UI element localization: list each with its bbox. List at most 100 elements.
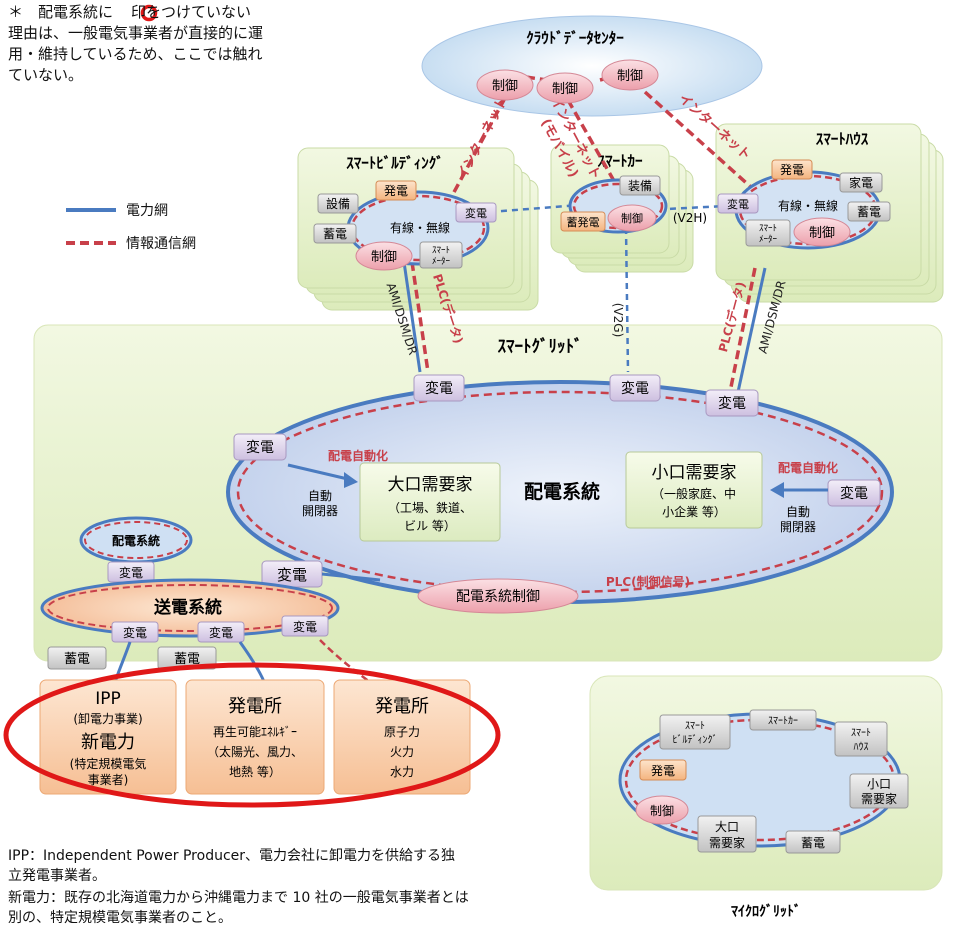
cloud-control-nodes: 制御 制御 制御 (476, 59, 659, 104)
svg-text:大口: 大口 (715, 820, 739, 834)
plc-signal-label: PLC(制御信号) (606, 574, 690, 589)
svg-text:変電: 変電 (123, 625, 147, 640)
svg-text:変電: 変電 (293, 619, 317, 634)
legend-info-label: 情報通信網 (126, 236, 196, 252)
svg-text:変電: 変電 (621, 380, 649, 397)
note-line1-after: 印をつけていない (131, 3, 252, 21)
red-circle-mark (140, 4, 158, 22)
switch-right-2: 開閉器 (780, 520, 816, 534)
svg-text:変電: 変電 (246, 439, 274, 456)
building-network: 有線・無線 設備 発電 蓄電 変電 制御 ｽﾏｰﾄ ﾒｰﾀｰ (313, 180, 497, 271)
footnote-pps-1: 新電力：既存の北海道電力から沖縄電力まで 10 社の一般電気事業者とは (8, 890, 469, 906)
svg-text:発電: 発電 (651, 764, 675, 778)
svg-text:制御: 制御 (617, 69, 643, 84)
svg-text:小企業 等）: 小企業 等） (662, 504, 726, 519)
svg-text:発電所: 発電所 (375, 696, 429, 717)
small-distribution-label: 配電系統 (112, 533, 160, 548)
switch-right-1: 自動 (786, 505, 810, 519)
note-line4: ていない。 (8, 66, 84, 84)
svg-text:変電: 変電 (277, 566, 307, 584)
svg-text:発電: 発電 (780, 163, 804, 177)
svg-text:再生可能ｴﾈﾙｷﾞｰ: 再生可能ｴﾈﾙｷﾞｰ (213, 725, 297, 739)
small-consumer-box (625, 451, 763, 529)
svg-text:変電: 変電 (465, 206, 487, 220)
svg-text:事業者): 事業者) (88, 773, 129, 787)
footnotes: IPP：Independent Power Producer、電力会社に卸電力を… (8, 846, 578, 928)
svg-text:蓄電: 蓄電 (64, 652, 90, 667)
svg-text:変電: 変電 (727, 197, 749, 211)
svg-text:新電力: 新電力 (81, 732, 135, 753)
auto-label-right: 配電自動化 (778, 460, 838, 475)
switch-left-2: 開閉器 (302, 504, 338, 518)
footnote-ipp-2: 立発電事業者。 (8, 868, 106, 884)
v2g-label: (V2G) (611, 303, 625, 338)
svg-text:蓄電: 蓄電 (801, 836, 825, 850)
transmission-ring (47, 584, 333, 632)
cloud-title: ｸﾗｳﾄﾞﾃﾞｰﾀｾﾝﾀｰ (526, 29, 624, 47)
svg-text:制御: 制御 (552, 82, 578, 97)
svg-text:（一般家庭、中: （一般家庭、中 (652, 486, 736, 501)
switch-left-1: 自動 (308, 489, 332, 503)
svg-text:ﾒｰﾀｰ: ﾒｰﾀｰ (759, 234, 778, 245)
svg-text:(V2H): (V2H) (673, 211, 707, 225)
highlight-circle (3, 662, 501, 808)
svg-text:ﾒｰﾀｰ: ﾒｰﾀｰ (432, 256, 451, 267)
svg-text:大口需要家: 大口需要家 (388, 475, 473, 495)
svg-text:ｽﾏｰﾄｶｰ: ｽﾏｰﾄｶｰ (768, 715, 798, 727)
svg-text:ﾊｳｽ: ﾊｳｽ (854, 741, 869, 753)
distribution-control-node (417, 578, 579, 614)
svg-text:原子力: 原子力 (384, 725, 420, 739)
svg-text:有線・無線: 有線・無線 (778, 198, 838, 213)
svg-text:蓄発電: 蓄発電 (567, 215, 600, 229)
svg-text:配電系統制御: 配電系統制御 (456, 589, 540, 605)
house-network: 有線・無線 発電 家電 変電 蓄電 ｽﾏｰﾄ ﾒｰﾀｰ 制御 (717, 159, 891, 250)
footnote-pps-2: 別の、特定規模電気事業者のこと。 (8, 910, 232, 926)
transmission-storage-nodes: 蓄電 蓄電 (47, 646, 217, 670)
svg-text:（太陽光、風力、: （太陽光、風力、 (207, 744, 303, 759)
legend-power-label: 電力網 (126, 203, 168, 219)
svg-text:家電: 家電 (849, 175, 873, 190)
svg-text:ｽﾏｰﾄ: ｽﾏｰﾄ (759, 224, 777, 234)
svg-text:変電: 変電 (718, 395, 746, 412)
note-line1: ＊ 配電系統に (8, 3, 114, 21)
svg-text:発電所: 発電所 (228, 696, 282, 717)
svg-text:変電: 変電 (840, 485, 868, 502)
svg-text:変電: 変電 (209, 625, 233, 640)
smart-grid-title: ｽﾏｰﾄｸﾞﾘｯﾄﾞ (498, 336, 583, 357)
small-distribution-ring (84, 521, 188, 559)
svg-text:変電: 変電 (425, 380, 453, 397)
note-line2: 理由は、一般電気事業者が直接的に運 (8, 24, 264, 42)
svg-text:変電: 変電 (119, 565, 143, 580)
svg-text:需要家: 需要家 (861, 791, 897, 806)
smart-house-title: ｽﾏｰﾄﾊｳｽ (816, 130, 869, 148)
note-line3: 用・維持しているため、ここでは触れ (8, 45, 263, 63)
smart-car-title: ｽﾏｰﾄｶｰ (597, 152, 643, 170)
svg-text:小口需要家: 小口需要家 (652, 463, 737, 483)
svg-text:ﾋﾞﾙﾃﾞｨﾝｸﾞ: ﾋﾞﾙﾃﾞｨﾝｸﾞ (673, 734, 718, 746)
svg-text:制御: 制御 (650, 803, 674, 818)
svg-text:（工場、鉄道、: （工場、鉄道、 (388, 500, 472, 515)
svg-text:火力: 火力 (390, 745, 414, 759)
svg-text:ビル 等）: ビル 等） (404, 519, 456, 533)
svg-text:装備: 装備 (628, 178, 652, 193)
microgrid-title: ﾏｲｸﾛｸﾞﾘｯﾄﾞ (731, 903, 801, 920)
svg-text:ｽﾏｰﾄ: ｽﾏｰﾄ (851, 728, 871, 739)
svg-text:発電: 発電 (384, 184, 408, 198)
distribution-system-title: 配電系統 (524, 480, 600, 503)
svg-text:ｽﾏｰﾄ: ｽﾏｰﾄ (432, 246, 450, 256)
note-top: ＊ 配電系統に印をつけていない 理由は、一般電気事業者が直接的に運 用・維持して… (8, 2, 298, 86)
auto-arrows (287, 463, 828, 498)
svg-text:有線・無線: 有線・無線 (390, 220, 450, 235)
svg-text:ｽﾏｰﾄ: ｽﾏｰﾄ (685, 721, 705, 732)
transmission-title: 送電系統 (154, 597, 222, 618)
grid-transform-nodes: 変電 変電 変電 変電 変電 変電 (233, 374, 881, 588)
svg-text:IPP: IPP (95, 689, 121, 709)
power-links (402, 261, 767, 393)
svg-text:地熱 等）: 地熱 等） (229, 765, 281, 779)
svg-text:需要家: 需要家 (709, 835, 745, 850)
car-network: 装備 蓄発電 制御 (V2H) (560, 175, 707, 234)
svg-text:制御: 制御 (492, 79, 518, 94)
svg-text:制御: 制御 (621, 211, 643, 225)
svg-text:蓄電: 蓄電 (174, 652, 200, 667)
svg-text:制御: 制御 (809, 226, 835, 241)
